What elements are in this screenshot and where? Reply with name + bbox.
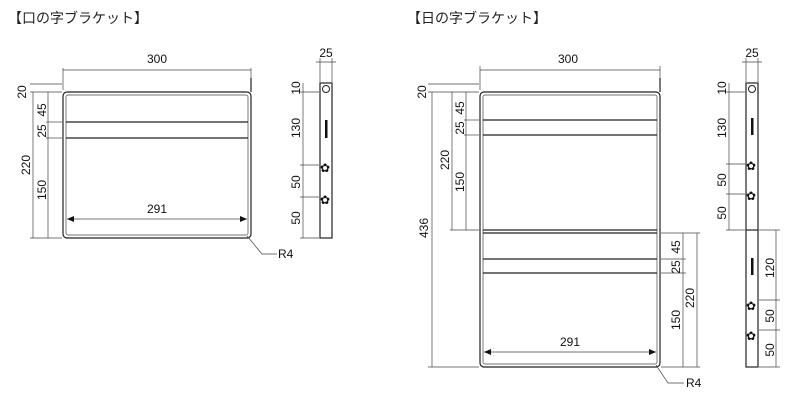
nichi-dim-20: 20 (415, 85, 429, 99)
kuchi-side-view (319, 82, 333, 239)
nichi-side-dim-50b: 50 (715, 206, 729, 220)
nichi-side-slot-1 (751, 118, 754, 135)
kuchi-dim-25: 25 (35, 124, 49, 138)
kuchi-bracket-title: 【口の字ブラケット】 (8, 10, 148, 27)
kuchi-dim-r4: R4 (278, 247, 294, 261)
nichi-side-dim-50c: 50 (763, 309, 777, 323)
kuchi-frame-inner (65, 94, 249, 236)
svg-text:✿: ✿ (320, 193, 330, 207)
nichi-dim-436: 436 (417, 218, 431, 238)
nichi-side-dim-120: 120 (763, 258, 777, 278)
kuchi-side-dim-50b: 50 (289, 211, 303, 225)
kuchi-side-dim-130: 130 (289, 118, 303, 138)
nichi-side-slot-2 (751, 258, 754, 275)
nichi-dim-45: 45 (453, 101, 467, 115)
kuchi-dim-45: 45 (35, 103, 49, 117)
kuchi-bracket-diagram: 【口の字ブラケット】 300 20 220 45 25 150 291 R4 (8, 10, 336, 261)
nichi-side-view (745, 82, 759, 368)
nichi-side-dim-10: 10 (715, 81, 729, 95)
nichi-dim-l25: 25 (669, 260, 683, 274)
nichi-side-hole (748, 85, 756, 93)
kuchi-side-dim-50a: 50 (289, 175, 303, 189)
nichi-dim-l45: 45 (669, 240, 683, 254)
svg-text:✿: ✿ (746, 189, 756, 203)
nichi-dim-220: 220 (438, 150, 452, 170)
kuchi-side-hole (322, 85, 330, 93)
kuchi-dim-300: 300 (147, 52, 167, 66)
nichi-dim-l220: 220 (683, 288, 697, 308)
nichi-dim-300: 300 (558, 52, 578, 66)
kuchi-frame-outer (62, 91, 252, 239)
nichi-side-dim-25: 25 (745, 46, 759, 60)
nichi-dim-291: 291 (560, 335, 580, 349)
nichi-side-dim-130: 130 (715, 118, 729, 138)
svg-text:✿: ✿ (746, 329, 756, 343)
svg-text:✿: ✿ (320, 161, 330, 175)
kuchi-dim-291: 291 (147, 202, 167, 216)
svg-text:✿: ✿ (746, 159, 756, 173)
nichi-dim-l150: 150 (669, 310, 683, 330)
kuchi-dim-220: 220 (19, 155, 33, 175)
nichi-bracket-diagram: 【日の字ブラケット】 300 20 436 220 45 25 150 (407, 10, 780, 390)
nichi-side-dim-50a: 50 (715, 173, 729, 187)
nichi-bracket-title: 【日の字ブラケット】 (407, 10, 547, 27)
kuchi-dim-150: 150 (35, 180, 49, 200)
nichi-dim-150: 150 (453, 172, 467, 192)
nichi-dim-r4: R4 (686, 376, 702, 390)
kuchi-side-dim-25: 25 (319, 46, 333, 60)
kuchi-side-slot (325, 120, 328, 138)
kuchi-side-dim-10: 10 (289, 81, 303, 95)
nichi-frame-outer (479, 91, 661, 368)
nichi-side-dim-50d: 50 (763, 343, 777, 357)
nichi-dim-25: 25 (453, 121, 467, 135)
kuchi-dim-20: 20 (15, 85, 29, 99)
svg-text:✿: ✿ (746, 299, 756, 313)
